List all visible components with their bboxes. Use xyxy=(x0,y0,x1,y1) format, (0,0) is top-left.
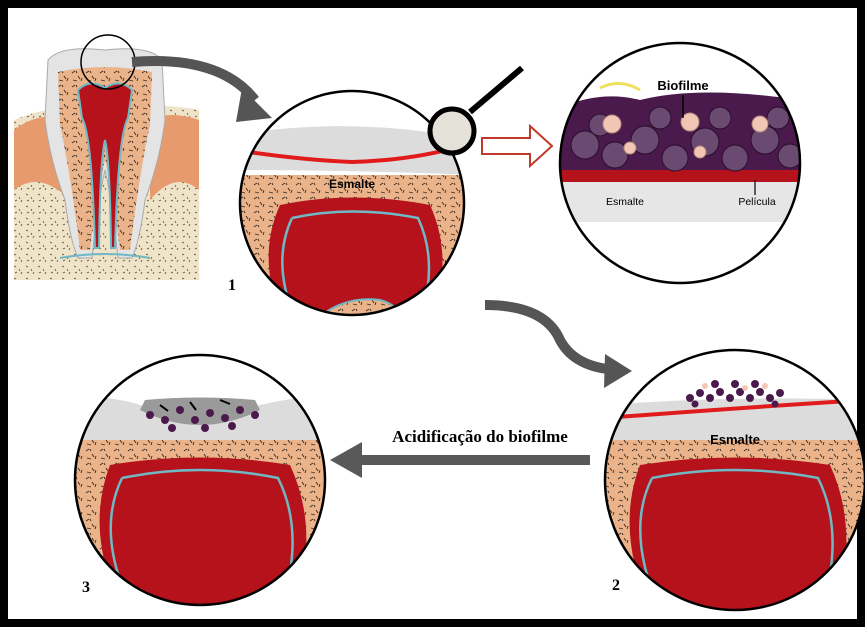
stage3-circle xyxy=(75,355,325,605)
stage1-enamel-label: Esmalte xyxy=(329,177,375,191)
acidification-label: Acidificação do biofilme xyxy=(392,427,568,446)
stage2-enamel-label: Esmalte xyxy=(710,432,760,447)
step-2-label: 2 xyxy=(612,577,620,594)
step-3-label: 3 xyxy=(82,579,90,596)
stage2-circle xyxy=(605,350,865,610)
tooth-illustration xyxy=(14,49,199,280)
pellicle-label: Película xyxy=(738,196,776,208)
zoom-arrow-icon xyxy=(482,126,552,166)
zoom-enamel-label: Esmalte xyxy=(606,196,644,208)
step-1-label: 1 xyxy=(228,277,236,294)
curved-arrow-2 xyxy=(485,305,618,370)
biofilm-label: Biofilme xyxy=(657,78,708,93)
